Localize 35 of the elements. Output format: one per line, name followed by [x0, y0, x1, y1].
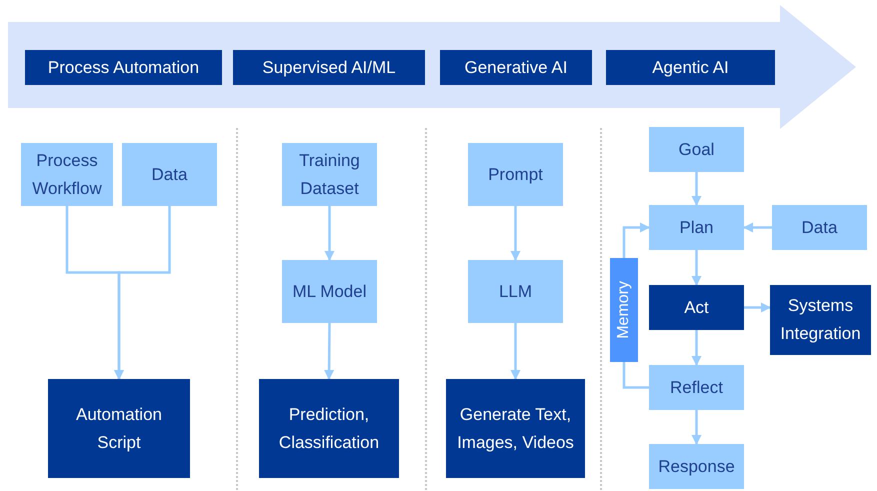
arrow	[692, 250, 702, 286]
input-box: Prompt	[468, 143, 563, 206]
timeline-arrow	[8, 5, 856, 129]
arrow	[622, 362, 649, 389]
stage-header: Generative AI	[440, 50, 592, 85]
arrow	[510, 323, 520, 380]
process-box: Plan	[649, 205, 744, 250]
arrow	[324, 322, 334, 380]
memory-bar: Memory	[610, 258, 638, 362]
output-box: Prediction, Classification	[259, 379, 399, 478]
output-box: Systems Integration	[770, 285, 871, 355]
arrow	[744, 302, 771, 312]
arrow	[692, 172, 702, 206]
arrow	[324, 206, 334, 261]
process-box: LLM	[468, 260, 563, 323]
arrow	[743, 222, 772, 232]
arrow	[692, 410, 702, 445]
input-box: Data	[122, 143, 217, 206]
input-box: Process Workflow	[21, 143, 113, 206]
arrow	[692, 330, 702, 366]
output-box: Generate Text, Images, Videos	[446, 379, 585, 478]
process-box: ML Model	[282, 260, 377, 323]
input-box: Training Dataset	[282, 143, 377, 206]
input-box: Data	[772, 205, 867, 250]
stage-header: Agentic AI	[606, 50, 775, 85]
arrow	[114, 206, 171, 380]
stage-header: Process Automation	[25, 50, 222, 85]
arrow	[510, 206, 520, 261]
process-box: Act	[649, 285, 744, 330]
process-box: Response	[649, 444, 744, 489]
process-box: Goal	[649, 127, 744, 172]
arrow	[622, 222, 650, 258]
output-box: Automation Script	[48, 379, 190, 478]
process-box: Reflect	[649, 365, 744, 410]
stage-header: Supervised AI/ML	[233, 50, 425, 85]
